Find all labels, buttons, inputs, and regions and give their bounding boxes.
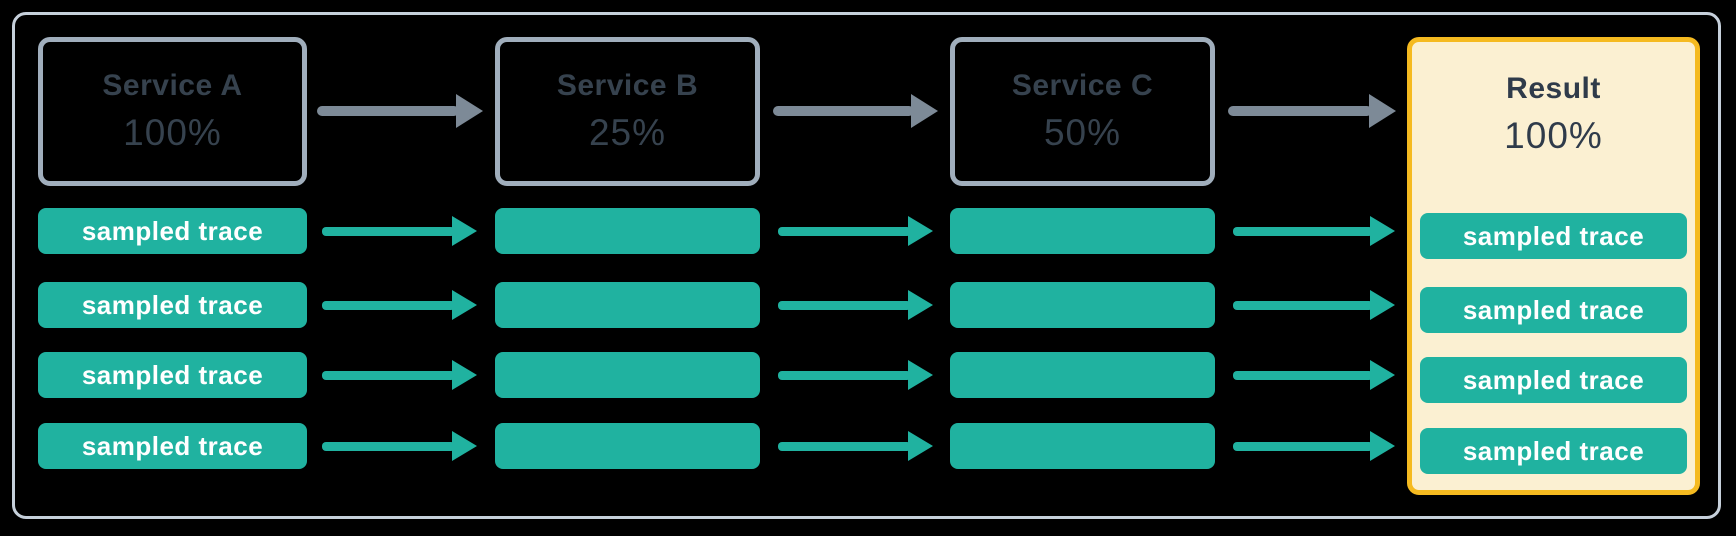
service-c-box: Service C 50% [950, 37, 1215, 186]
trace-bar [495, 208, 760, 254]
trace-bar [495, 423, 760, 469]
trace-label: sampled trace [81, 215, 264, 246]
trace-bar: sampled trace [38, 208, 307, 254]
service-b-rate: 25% [588, 112, 667, 153]
trace-bar: sampled trace [1420, 213, 1687, 259]
result-rate: 100% [1504, 114, 1603, 156]
trace-label: sampled trace [1462, 435, 1645, 466]
trace-bar [950, 423, 1215, 469]
result-name: Result [1506, 71, 1601, 105]
service-a-name: Service A [102, 69, 243, 102]
trace-label: sampled trace [81, 430, 264, 461]
trace-bar [495, 352, 760, 398]
trace-bar: sampled trace [1420, 357, 1687, 403]
service-c-name: Service C [1011, 69, 1154, 102]
trace-label: sampled trace [81, 359, 264, 390]
trace-bar [495, 282, 760, 328]
trace-bar: sampled trace [1420, 287, 1687, 333]
trace-bar [950, 208, 1215, 254]
trace-bar [950, 352, 1215, 398]
service-a-rate: 100% [123, 112, 222, 153]
service-c-column: Service C 50% [950, 15, 1215, 516]
trace-bar: sampled trace [38, 352, 307, 398]
trace-label: sampled trace [1462, 294, 1645, 325]
trace-bar: sampled trace [38, 282, 307, 328]
trace-bar [950, 282, 1215, 328]
service-c-rate: 50% [1043, 112, 1122, 153]
result-column: Result 100% sampled trace sampled trace … [1407, 15, 1700, 516]
service-b-name: Service B [556, 69, 699, 102]
result-title-block: Result 100% [1412, 42, 1695, 186]
service-b-box: Service B 25% [495, 37, 760, 186]
pipeline-frame: Service A 100% sampled trace sampled tra… [12, 12, 1721, 519]
trace-label: sampled trace [1462, 220, 1645, 251]
service-b-column: Service B 25% [495, 15, 760, 516]
trace-bar: sampled trace [38, 423, 307, 469]
trace-label: sampled trace [1462, 364, 1645, 395]
service-a-column: Service A 100% sampled trace sampled tra… [38, 15, 307, 516]
trace-label: sampled trace [81, 289, 264, 320]
result-panel: Result 100% sampled trace sampled trace … [1407, 37, 1700, 495]
trace-bar: sampled trace [1420, 428, 1687, 474]
service-a-box: Service A 100% [38, 37, 307, 186]
